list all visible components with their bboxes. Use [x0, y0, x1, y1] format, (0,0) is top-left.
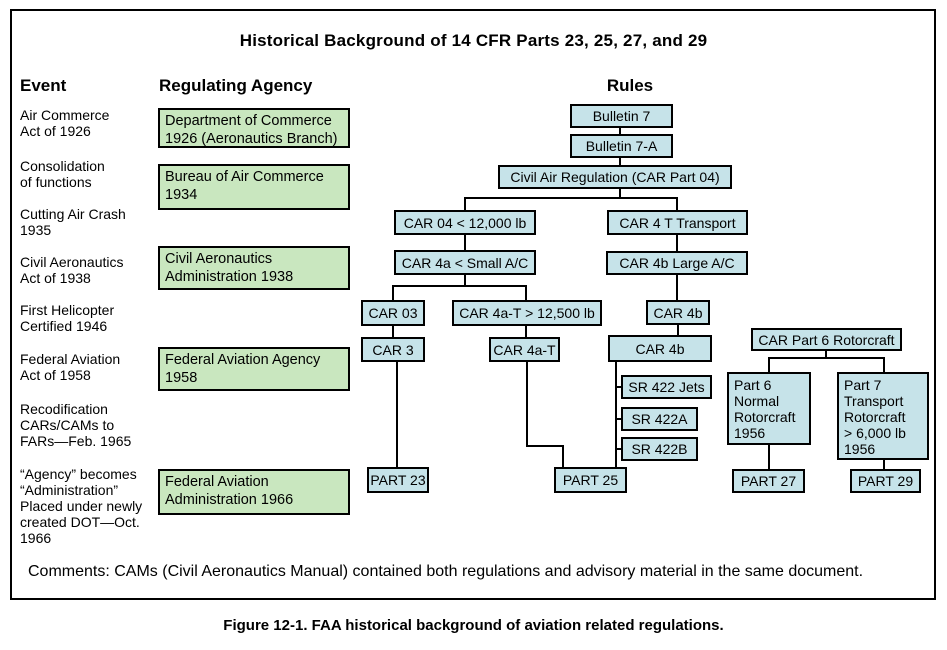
rule-box-car-4at: CAR 4a-T [489, 337, 560, 362]
rule-box-car-3: CAR 3 [361, 337, 425, 362]
rule-box-car-part-04: Civil Air Regulation (CAR Part 04) [498, 165, 732, 189]
rule-box-car-4at-gt-12500: CAR 4a-T > 12,500 lb [452, 300, 602, 326]
event-civil-aeronautics-act: Civil Aeronautics Act of 1938 [20, 254, 124, 286]
rule-box-car-4b-large: CAR 4b Large A/C [606, 251, 748, 275]
connector-carpart6-branch [768, 357, 885, 359]
agency-box-bureau-of-air-commerce: Bureau of Air Commerce 1934 [158, 164, 350, 210]
connector-part7-to-part29 [883, 460, 885, 469]
rule-box-car-03: CAR 03 [361, 300, 425, 326]
rule-box-car-4t-transport: CAR 4 T Transport [607, 210, 748, 235]
connector-car4b-upper-to-lower [677, 325, 679, 335]
connector-car4at12500-to-car4at [525, 326, 527, 337]
agency-box-federal-aviation-administration: Federal Aviation Administration 1966 [158, 469, 350, 515]
connector-car3-to-part23 [396, 362, 398, 467]
diagram-title: Historical Background of 14 CFR Parts 23… [239, 31, 708, 50]
agency-box-department-of-commerce: Department of Commerce 1926 (Aeronautics… [158, 108, 350, 148]
rule-box-part-27: PART 27 [732, 469, 805, 493]
event-first-helicopter: First Helicopter Certified 1946 [20, 302, 115, 334]
rule-box-sr-422a: SR 422A [621, 407, 698, 431]
event-federal-aviation-act: Federal Aviation Act of 1958 [20, 351, 121, 383]
connector-stub-sr422a [615, 418, 621, 420]
rule-box-bulletin-7a: Bulletin 7-A [570, 134, 673, 158]
connector-drop-part7-transport [883, 357, 885, 372]
rule-box-car-4b-upper: CAR 4b [646, 300, 710, 325]
connector-drop-car4at12500 [525, 285, 527, 300]
connector-car4at-stem [526, 362, 528, 447]
connector-car4a-branch [392, 285, 527, 287]
connector-stub-sr422b [615, 448, 621, 450]
connector-car4b-large-to-upper [676, 275, 678, 300]
connector-part6-to-part27 [768, 445, 770, 469]
rule-box-car-4b-lower: CAR 4b [608, 335, 712, 362]
connector-carpart04-stem [619, 189, 621, 199]
figure-caption: Figure 12-1. FAA historical background o… [223, 617, 724, 634]
connector-car03-to-car3 [392, 326, 394, 337]
connector-carpart6-stem [825, 351, 827, 359]
rule-box-car-part-6-rotorcraft: CAR Part 6 Rotorcraft [751, 328, 902, 351]
column-header-event: Event [20, 76, 67, 95]
event-consolidation: Consolidation of functions [20, 158, 105, 190]
connector-car4t-to-car4b-large [676, 235, 678, 251]
column-header-rules: Rules [606, 76, 654, 95]
rule-box-part-6-normal-rotorcraft: Part 6 Normal Rotorcraft 1956 [727, 372, 811, 445]
rule-box-part-29: PART 29 [850, 469, 921, 493]
rule-box-part-25: PART 25 [554, 467, 627, 493]
rule-box-bulletin-7: Bulletin 7 [570, 104, 673, 128]
event-cutting-air-crash: Cutting Air Crash 1935 [20, 206, 126, 238]
event-air-commerce-act: Air Commerce Act of 1926 [20, 107, 110, 139]
agency-box-civil-aeronautics-administration: Civil Aeronautics Administration 1938 [158, 246, 350, 290]
connector-drop-car04 [464, 197, 466, 210]
rule-box-car-4a-small: CAR 4a < Small A/C [394, 250, 536, 275]
event-recodification: Recodification CARs/CAMs to FARs—Feb. 19… [20, 401, 132, 449]
connector-bulletin7-to-7a [619, 128, 621, 134]
connector-carpart04-branch [464, 197, 678, 199]
agency-box-federal-aviation-agency: Federal Aviation Agency 1958 [158, 347, 350, 391]
connector-car04-to-car4a [464, 235, 466, 250]
rule-box-car-04-lt-12000: CAR 04 < 12,000 lb [394, 210, 536, 235]
connector-car4at-elbow [526, 445, 564, 447]
rule-box-sr-422b: SR 422B [621, 437, 698, 461]
column-header-regulating-agency: Regulating Agency [159, 76, 313, 95]
connector-car4a-stem [464, 275, 466, 285]
rule-box-part-7-transport-rotorcraft: Part 7 Transport Rotorcraft > 6,000 lb 1… [837, 372, 929, 460]
connector-7a-to-carpart04 [619, 158, 621, 165]
connector-drop-part6-normal [768, 357, 770, 372]
rule-box-part-23: PART 23 [367, 467, 429, 493]
rule-box-sr-422-jets: SR 422 Jets [621, 375, 712, 399]
connector-car4b-spine-to-part25 [615, 362, 617, 467]
connector-drop-car03 [392, 285, 394, 300]
connector-elbow-to-part25 [562, 445, 564, 467]
comments-text: Comments: CAMs (Civil Aeronautics Manual… [28, 563, 864, 580]
connector-drop-car4t [676, 197, 678, 210]
event-agency-becomes-administration: “Agency” becomes “Administration” Placed… [20, 466, 143, 546]
connector-stub-sr422jets [615, 386, 621, 388]
